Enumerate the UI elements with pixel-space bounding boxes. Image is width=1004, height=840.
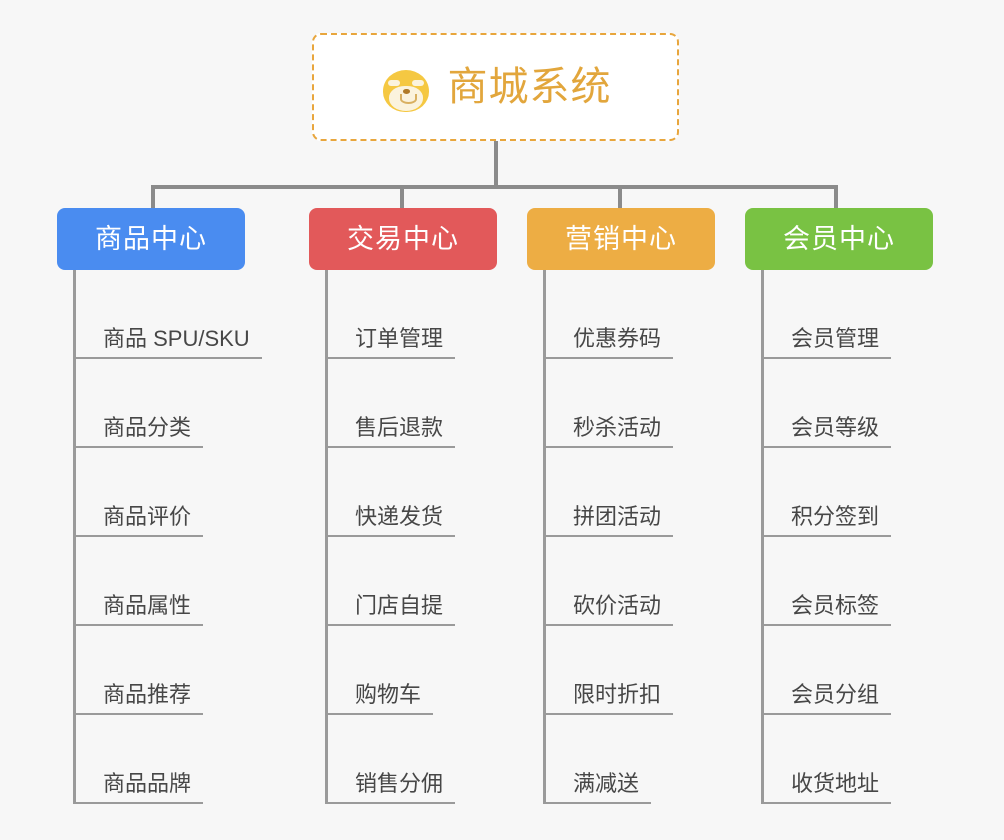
list-item[interactable]: 商品属性 xyxy=(73,537,287,626)
list-item[interactable]: 秒杀活动 xyxy=(543,359,757,448)
list-item[interactable]: 订单管理 xyxy=(325,270,539,359)
list-item[interactable]: 拼团活动 xyxy=(543,448,757,537)
leaf-label: 收货地址 xyxy=(791,770,880,796)
leaf-label: 拼团活动 xyxy=(573,503,662,529)
list-item[interactable]: 售后退款 xyxy=(325,359,539,448)
category-label: 会员中心 xyxy=(783,223,895,254)
list-item[interactable]: 商品 SPU/SKU xyxy=(73,270,287,359)
leaf-label: 会员分组 xyxy=(791,681,880,707)
leaf-label: 商品推荐 xyxy=(103,681,192,707)
leaf-label: 售后退款 xyxy=(355,414,444,440)
leaf-list-trade-center: 订单管理 售后退款 快递发货 门店自提 购物车 销售分佣 xyxy=(325,270,539,804)
list-item[interactable]: 会员等级 xyxy=(761,359,975,448)
leaf-label: 销售分佣 xyxy=(355,770,444,796)
list-item[interactable]: 会员管理 xyxy=(761,270,975,359)
connector-drop-member-center xyxy=(834,185,838,210)
list-item[interactable]: 商品评价 xyxy=(73,448,287,537)
leaf-label: 会员管理 xyxy=(791,325,880,351)
root-node[interactable]: 商城系统 xyxy=(312,33,679,141)
leaf-label: 快递发货 xyxy=(355,503,444,529)
connector-root-stem xyxy=(494,141,498,187)
connector-drop-trade-center xyxy=(400,185,404,210)
list-item[interactable]: 会员分组 xyxy=(761,626,975,715)
category-header-product-center[interactable]: 商品中心 xyxy=(57,208,245,270)
list-item[interactable]: 销售分佣 xyxy=(325,715,539,804)
category-label: 商品中心 xyxy=(95,223,207,254)
category-header-trade-center[interactable]: 交易中心 xyxy=(309,208,497,270)
connector-drop-marketing-center xyxy=(618,185,622,210)
list-item[interactable]: 收货地址 xyxy=(761,715,975,804)
leaf-list-product-center: 商品 SPU/SKU 商品分类 商品评价 商品属性 商品推荐 商品品牌 xyxy=(73,270,287,804)
leaf-label: 商品属性 xyxy=(103,592,192,618)
leaf-label: 商品 SPU/SKU xyxy=(103,325,250,351)
category-label: 交易中心 xyxy=(347,223,459,254)
connector-drop-product-center xyxy=(151,185,155,210)
leaf-list-marketing-center: 优惠券码 秒杀活动 拼团活动 砍价活动 限时折扣 满减送 xyxy=(543,270,757,804)
list-item[interactable]: 砍价活动 xyxy=(543,537,757,626)
leaf-label: 门店自提 xyxy=(355,592,444,618)
list-item[interactable]: 商品推荐 xyxy=(73,626,287,715)
list-item[interactable]: 会员标签 xyxy=(761,537,975,626)
list-item[interactable]: 限时折扣 xyxy=(543,626,757,715)
category-header-member-center[interactable]: 会员中心 xyxy=(745,208,933,270)
list-item[interactable]: 积分签到 xyxy=(761,448,975,537)
leaf-label: 商品分类 xyxy=(103,414,192,440)
leaf-label: 购物车 xyxy=(355,681,422,707)
shiba-dog-face-icon xyxy=(380,62,432,112)
list-item[interactable]: 优惠券码 xyxy=(543,270,757,359)
category-header-marketing-center[interactable]: 营销中心 xyxy=(527,208,715,270)
list-item[interactable]: 快递发货 xyxy=(325,448,539,537)
leaf-label: 优惠券码 xyxy=(573,325,662,351)
list-item[interactable]: 商品品牌 xyxy=(73,715,287,804)
root-title: 商城系统 xyxy=(447,65,612,109)
leaf-label: 积分签到 xyxy=(791,503,880,529)
list-item[interactable]: 购物车 xyxy=(325,626,539,715)
leaf-label: 砍价活动 xyxy=(573,592,662,618)
list-item[interactable]: 门店自提 xyxy=(325,537,539,626)
leaf-label: 限时折扣 xyxy=(573,681,662,707)
connector-horizontal-bus xyxy=(151,185,838,189)
leaf-label: 订单管理 xyxy=(355,325,444,351)
leaf-label: 会员等级 xyxy=(791,414,880,440)
list-item[interactable]: 商品分类 xyxy=(73,359,287,448)
category-label: 营销中心 xyxy=(565,223,677,254)
leaf-label: 商品评价 xyxy=(103,503,192,529)
leaf-list-member-center: 会员管理 会员等级 积分签到 会员标签 会员分组 收货地址 xyxy=(761,270,975,804)
leaf-label: 秒杀活动 xyxy=(573,414,662,440)
leaf-label: 会员标签 xyxy=(791,592,880,618)
leaf-label: 商品品牌 xyxy=(103,770,192,796)
list-item[interactable]: 满减送 xyxy=(543,715,757,804)
leaf-label: 满减送 xyxy=(573,770,640,796)
